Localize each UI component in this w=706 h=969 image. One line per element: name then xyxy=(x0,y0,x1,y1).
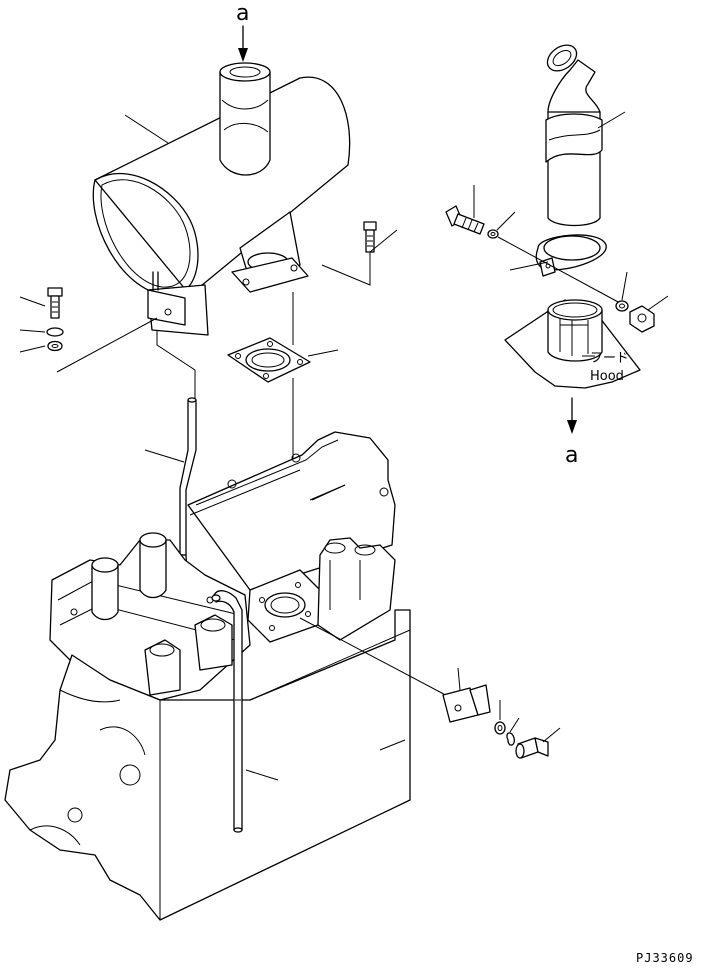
leader-lower-lockwasher xyxy=(509,717,520,733)
gasket xyxy=(227,337,311,383)
hood-adapter xyxy=(504,299,641,389)
lower-bolt-set xyxy=(494,721,549,759)
arrow-down-icon xyxy=(238,48,248,62)
engine-block xyxy=(4,431,411,921)
exhaust-elbow-pipe xyxy=(545,44,603,227)
bolt-muffler-right xyxy=(363,221,377,253)
bolt-clamp xyxy=(445,205,499,239)
dipstick-tube xyxy=(211,590,243,833)
leader-breather-tube xyxy=(144,449,185,463)
reference-arrow-right: a xyxy=(565,397,578,468)
leader-elbow-pipe xyxy=(597,111,626,129)
nut-clamp xyxy=(615,300,655,333)
bolt-left-cluster xyxy=(46,287,64,352)
clamp-band xyxy=(535,234,607,277)
leader-clamp-band xyxy=(509,261,549,271)
hood-label-en: Hood xyxy=(590,369,624,384)
muffler xyxy=(92,62,351,336)
lower-bracket xyxy=(442,684,491,723)
leader-bracket-left xyxy=(56,317,158,373)
leader-lockwasher-left xyxy=(19,329,46,333)
leader-engine-block xyxy=(311,484,346,501)
leader-lower-bolt xyxy=(542,727,561,743)
hood-label-jp: フード xyxy=(590,351,629,366)
leader-gasket xyxy=(307,349,339,357)
leader-muffler xyxy=(124,114,169,144)
leader-clamp-nut-washer xyxy=(621,271,628,301)
drawing-code: PJ33609 xyxy=(636,951,694,965)
leader-lower-bracket xyxy=(457,667,461,691)
leader-bolt-flange xyxy=(321,229,398,286)
leader-bolt-left xyxy=(19,296,46,307)
leader-dipstick xyxy=(245,769,279,781)
reference-label-right: a xyxy=(565,443,578,468)
leader-clamp-washer xyxy=(496,211,516,231)
reference-label-top: a xyxy=(236,1,249,26)
reference-arrow-top: a xyxy=(236,1,249,62)
arrow-down-icon xyxy=(567,420,577,434)
leader-washer-left xyxy=(19,345,46,353)
leader-clamp-nut xyxy=(647,295,669,311)
